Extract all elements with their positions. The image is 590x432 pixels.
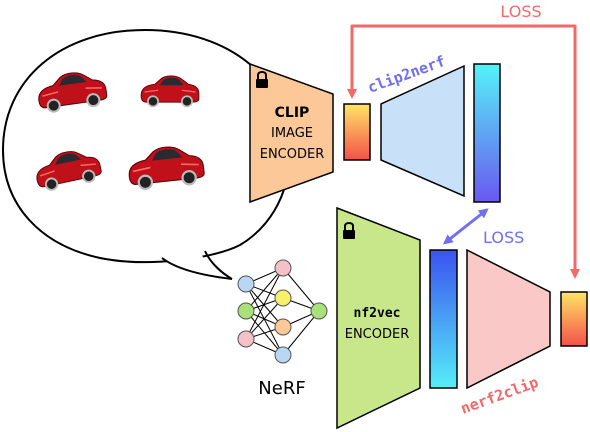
clip-image-encoder (249, 62, 334, 204)
thought-bubble (1, 28, 292, 280)
nerf-label: NeRF (258, 378, 305, 399)
nerf-network-icon (245, 267, 320, 356)
loss-top-arrow (347, 24, 580, 279)
lock-icon (256, 71, 268, 88)
loss-mid-arrow (442, 208, 489, 245)
nf2vec-encoder-title: nf2vec (354, 306, 401, 321)
nerf2clip-block (466, 248, 551, 390)
clip-encoder-line2: IMAGE (271, 126, 313, 141)
lock-icon (343, 222, 355, 239)
loss-top-label: LOSS (500, 2, 541, 21)
nf2vec-encoder (336, 206, 421, 430)
loss-mid-label: LOSS (483, 228, 524, 247)
clip-encoder-line3: ENCODER (260, 147, 325, 162)
nerf-embedding-predicted (473, 63, 501, 203)
nf2vec-embedding (429, 249, 458, 389)
clip-embedding (343, 103, 371, 161)
nerf-network-nodes (237, 259, 328, 364)
nf2vec-encoder-line2: ENCODER (345, 327, 410, 342)
clip-embedding-predicted (560, 291, 588, 347)
clip-encoder-title: CLIP (275, 105, 310, 121)
clip2nerf-block (380, 64, 465, 198)
